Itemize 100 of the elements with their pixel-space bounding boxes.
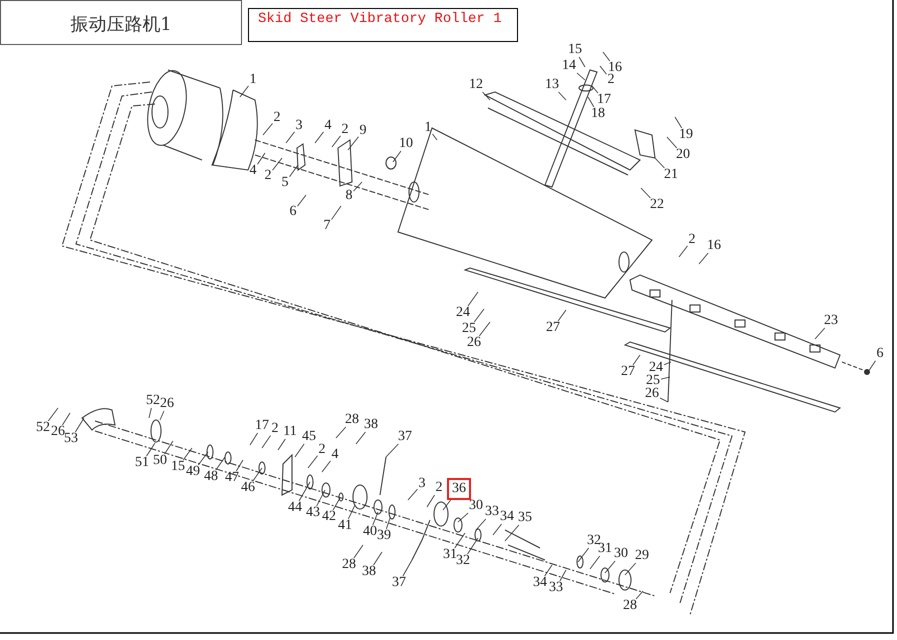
callout-number: 13 xyxy=(544,78,560,92)
leader-line xyxy=(48,408,58,422)
leader-line xyxy=(558,92,566,100)
callout-number: 19 xyxy=(678,128,694,142)
callout-number: 17 xyxy=(596,93,612,107)
callout-number: 2 xyxy=(688,233,696,247)
callout-number: 20 xyxy=(675,148,691,162)
leader-line xyxy=(146,442,156,456)
leader-line xyxy=(392,150,402,162)
leader-line xyxy=(654,158,665,168)
callout-number: 9 xyxy=(358,124,368,138)
leader-line xyxy=(868,360,876,372)
callout-number: 38 xyxy=(363,418,379,432)
callout-number: 4 xyxy=(330,448,340,462)
callout-number: 23 xyxy=(823,314,839,328)
leader-line xyxy=(578,56,586,68)
leader-line xyxy=(182,448,192,460)
callout-number: 31 xyxy=(442,548,458,562)
leader-line xyxy=(474,308,484,322)
leader-line xyxy=(164,440,174,454)
callout-number: 26 xyxy=(644,387,660,401)
callout-number: 27 xyxy=(545,321,561,335)
leader-line xyxy=(588,96,594,108)
callout-number: 25 xyxy=(461,322,477,336)
callout-number: 49 xyxy=(185,465,201,479)
title-box: 振动压路机1 xyxy=(0,0,242,45)
callout-number: 45 xyxy=(301,430,317,444)
callout-number: 14 xyxy=(561,59,577,73)
callout-number: 32 xyxy=(455,554,471,568)
leader-line xyxy=(314,131,324,144)
callout-number: 30 xyxy=(468,499,484,513)
leader-line xyxy=(262,435,271,448)
leader-line xyxy=(308,455,318,468)
leader-line xyxy=(257,152,266,165)
callout-number: 12 xyxy=(468,78,484,92)
leader-line xyxy=(252,468,262,482)
callout-number: 10 xyxy=(398,137,414,151)
callout-number: 2 xyxy=(340,123,350,137)
callout-number: 7 xyxy=(322,219,332,233)
callout-number: 37 xyxy=(397,430,413,444)
leader-line xyxy=(467,538,478,554)
callout-number: 17 xyxy=(254,419,270,433)
callout-number: 30 xyxy=(613,547,629,561)
leader-line xyxy=(348,504,356,520)
leader-line xyxy=(544,564,552,576)
callout-number: 18 xyxy=(590,107,606,121)
callout-number: 4 xyxy=(324,119,332,133)
leader-line xyxy=(504,524,520,542)
callout-number: 46 xyxy=(240,481,256,495)
leader-line xyxy=(236,460,244,472)
leader-line xyxy=(578,548,590,562)
leader-line xyxy=(316,490,326,506)
leader-line xyxy=(602,52,610,62)
leader-line xyxy=(373,552,382,566)
leader-line xyxy=(386,518,390,530)
leader-line xyxy=(62,412,70,426)
callout-number: 3 xyxy=(294,119,304,133)
callout-number: 26 xyxy=(159,397,175,411)
callout-number: 44 xyxy=(287,501,303,515)
leader-line xyxy=(250,432,258,446)
callout-number: 28 xyxy=(344,413,360,427)
leader-line xyxy=(468,292,478,306)
callout-number: 50 xyxy=(152,454,168,468)
callout-number: 22 xyxy=(649,198,665,212)
callout-number: 41 xyxy=(337,519,353,533)
callout-number: 16 xyxy=(607,61,623,75)
leader-line xyxy=(198,452,208,466)
callout-number: 25 xyxy=(645,374,661,388)
leader-line xyxy=(289,164,298,178)
callout-number: 26 xyxy=(50,425,66,439)
leader-line xyxy=(640,188,651,198)
callout-number: 24 xyxy=(648,361,664,375)
leader-line xyxy=(454,532,466,548)
callout-number: 2 xyxy=(434,481,444,495)
callout-number: 33 xyxy=(548,581,564,595)
callout-number: 2 xyxy=(272,111,282,125)
leader-line xyxy=(322,460,331,472)
callout-number: 40 xyxy=(362,525,378,539)
callout-number: 2 xyxy=(270,422,280,436)
leader-line xyxy=(353,182,362,192)
leader-line xyxy=(660,398,668,402)
leader-line xyxy=(432,134,438,140)
callout-number: 53 xyxy=(63,432,79,446)
callout-number: 1 xyxy=(424,121,432,135)
leader-line xyxy=(636,590,644,600)
callout-number: 16 xyxy=(706,239,722,253)
leader-line xyxy=(478,322,490,336)
leader-line xyxy=(458,512,469,522)
leader-line xyxy=(590,556,600,570)
callout-number: 27 xyxy=(620,365,636,379)
callout-number: 42 xyxy=(321,510,337,524)
callout-number: 48 xyxy=(203,470,219,484)
callout-number: 5 xyxy=(280,176,290,190)
leader-line xyxy=(604,560,616,574)
leader-line xyxy=(336,426,346,438)
leader-line xyxy=(297,194,306,207)
callout-number: 11 xyxy=(282,425,298,439)
leader-line xyxy=(160,410,164,420)
callout-number: 2 xyxy=(606,73,616,87)
callout-number: 1 xyxy=(248,73,258,87)
